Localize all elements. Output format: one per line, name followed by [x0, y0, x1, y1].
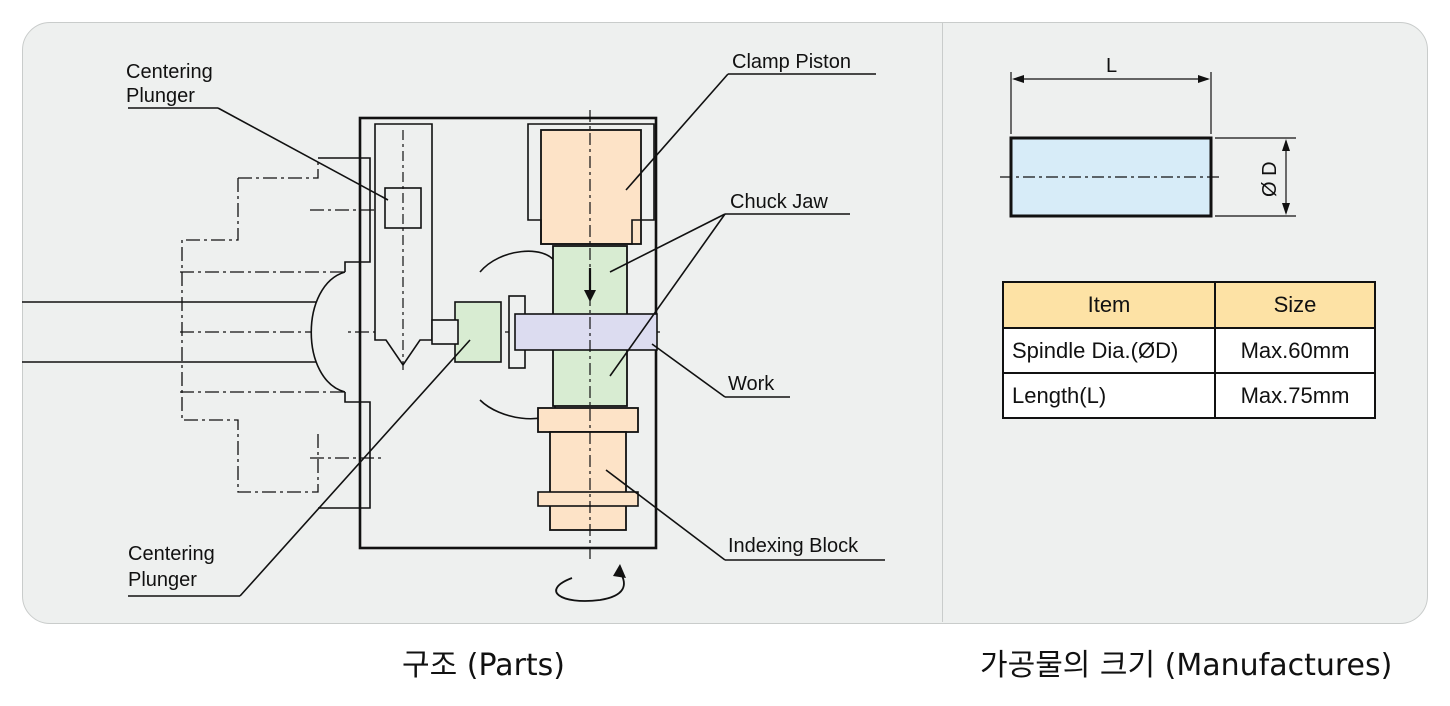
row-item: Length(L)	[1002, 372, 1216, 419]
table-row: Spindle Dia.(ØD) Max.60mm	[1002, 327, 1376, 374]
label-centering-plunger-bottom: Centering Plunger	[128, 543, 220, 591]
label-clamp-piston: Clamp Piston	[732, 51, 851, 73]
table-header-row: Item Size	[1002, 281, 1376, 329]
rotation-arrow	[555, 571, 625, 602]
manufactures-caption: 가공물의 크기 (Manufactures)	[980, 648, 1393, 683]
size-table: Item Size Spindle Dia.(ØD) Max.60mm Leng…	[1002, 281, 1376, 419]
header-size: Size	[1214, 281, 1376, 329]
row-size: Max.60mm	[1214, 327, 1376, 374]
indexing-block	[549, 431, 627, 531]
label-centering-plunger-top: Centering Plunger	[126, 61, 218, 107]
clamp-piston	[540, 129, 642, 245]
fixture-outline	[181, 178, 319, 493]
length-label: L	[1106, 55, 1117, 77]
label-work: Work	[728, 373, 775, 395]
parts-caption: 구조 (Parts)	[402, 648, 565, 683]
workpiece-drawing: L Ø D	[1000, 55, 1296, 218]
table-row: Length(L) Max.75mm	[1002, 372, 1376, 419]
header-item: Item	[1002, 281, 1216, 329]
label-chuck-jaw: Chuck Jaw	[730, 191, 828, 213]
panel-divider	[942, 22, 943, 622]
label-indexing-block: Indexing Block	[728, 535, 859, 557]
indexing-block-top	[537, 407, 639, 433]
work-piece	[514, 313, 658, 351]
row-size: Max.75mm	[1214, 372, 1376, 419]
centering-plunger-unit	[454, 301, 502, 363]
row-item: Spindle Dia.(ØD)	[1002, 327, 1216, 374]
diameter-label: Ø D	[1259, 161, 1281, 197]
